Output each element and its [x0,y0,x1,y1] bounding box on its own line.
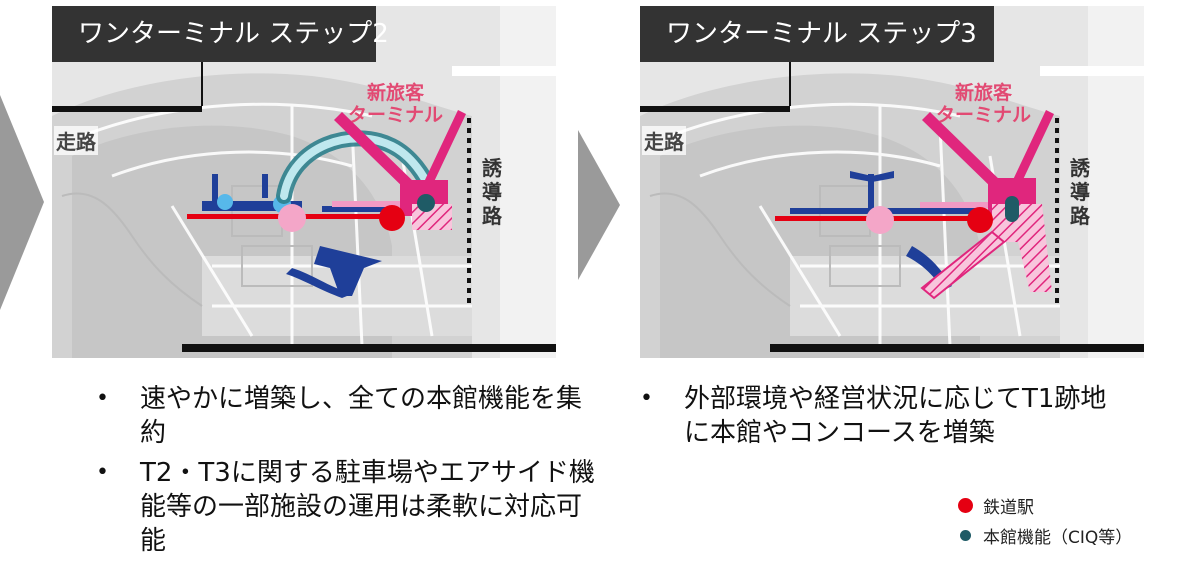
legend-item-station: 鉄道駅 [958,490,1132,520]
legend: 鉄道駅 本館機能（CIQ等） [958,490,1132,550]
chevron-right-icon [578,130,620,280]
bullet-icon: • [96,460,109,485]
new-terminal-label: 新旅客 ターミナル [936,82,1032,126]
list-item: • 速やかに増築し、全ての本館機能を集約 [96,382,596,450]
step3-map-panel: ワンターミナル ステップ3 走路 新旅客 ターミナル 誘 導 路 [640,6,1144,358]
list-item: • 外部環境や経営状況に応じてT1跡地に本館やコンコースを増築 [640,382,1120,450]
new-terminal-label: 新旅客 ターミナル [348,82,444,126]
station-marker-icon [958,497,973,513]
airport-map-step3 [640,6,1144,358]
step2-bullet-list: • 速やかに増築し、全ての本館機能を集約 • T2・T3に関する駐車場やエアサイ… [96,382,596,564]
ciq-marker-icon [960,529,971,541]
chevron-right-icon [0,95,44,310]
step3-bullet-list: • 外部環境や経営状況に応じてT1跡地に本館やコンコースを増築 [640,382,1120,456]
runway-label: 走路 [642,126,686,155]
legend-label: 鉄道駅 [983,497,1034,518]
runway-label: 走路 [54,126,98,155]
legend-label: 本館機能（CIQ等） [983,527,1133,548]
step2-map-panel: ワンターミナル ステップ2 走路 新旅客 ターミナル 誘 導 路 [52,6,556,358]
taxiway-label: 誘 導 路 [1070,156,1090,228]
taxiway-label: 誘 導 路 [482,156,502,228]
bullet-text: 速やかに増築し、全ての本館機能を集約 [140,384,583,448]
panel-title: ワンターミナル ステップ3 [640,6,994,62]
bullet-icon: • [96,386,109,411]
bullet-text: 外部環境や経営状況に応じてT1跡地に本館やコンコースを増築 [684,384,1107,448]
legend-item-main-building: 本館機能（CIQ等） [958,520,1132,550]
bullet-icon: • [640,386,653,411]
airport-map-step2 [52,6,556,358]
bullet-text: T2・T3に関する駐車場やエアサイド機能等の一部施設の運用は柔軟に対応可能 [140,458,595,556]
panel-title: ワンターミナル ステップ2 [52,6,389,62]
list-item: • T2・T3に関する駐車場やエアサイド機能等の一部施設の運用は柔軟に対応可能 [96,456,596,558]
